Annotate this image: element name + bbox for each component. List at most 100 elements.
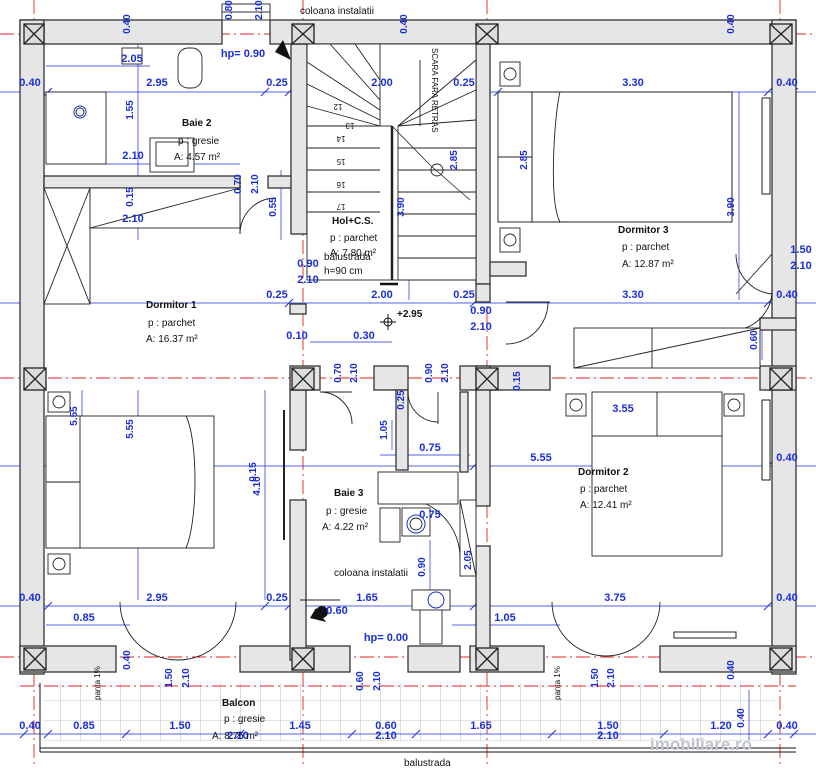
dimension-label-vertical: 0.40	[122, 14, 133, 34]
dimension-label-vertical: 0.15	[248, 462, 259, 482]
dimension-label: 1.20	[710, 720, 731, 732]
dimension-label-vertical: 2.10	[250, 174, 261, 194]
room-name-dormitor1: Dormitor 1	[146, 300, 197, 311]
level-marker	[380, 314, 396, 330]
dimension-label: 3.30	[622, 77, 643, 89]
dimension-label: 2.10	[227, 730, 248, 742]
dimension-label-vertical: 2.10	[440, 363, 451, 383]
dimension-label: 2.10	[297, 274, 318, 286]
dimension-label: 0.75	[419, 442, 440, 454]
room-area-dormitor3: A: 12.87 m²	[622, 259, 674, 270]
dimension-label-vertical: 2.05	[463, 550, 474, 570]
dimension-label: 0.75	[419, 509, 440, 521]
note-coloana-top: coloana instalatii	[300, 6, 374, 17]
room-floor-baie2: p : gresie	[178, 136, 220, 147]
dimension-label: 3.55	[612, 403, 633, 415]
dimension-label-vertical: 0.80	[224, 0, 235, 20]
dimension-label: 0.40	[776, 720, 797, 732]
slope-right: panta 1%	[553, 666, 562, 700]
elevation-label: +2.95	[397, 309, 423, 320]
dimension-label: 0.40	[776, 592, 797, 604]
dimension-label: hp= 0.90	[221, 48, 265, 60]
dimension-label-vertical: 0.15	[512, 371, 523, 391]
dimension-label: 1.50	[597, 720, 618, 732]
dimension-label: 1.65	[470, 720, 491, 732]
furniture	[43, 47, 761, 645]
dimension-label: 0.85	[73, 612, 94, 624]
dimension-label: 0.40	[776, 289, 797, 301]
dimension-label: 0.90	[297, 258, 318, 270]
dimension-label-vertical: 3.90	[726, 197, 737, 217]
dimension-label: 1.50	[169, 720, 190, 732]
dimension-label-vertical: 0.60	[355, 671, 366, 691]
dimension-label: 0.25	[266, 289, 287, 301]
dimension-label: 0.40	[776, 452, 797, 464]
dimension-label-vertical: 2.10	[181, 668, 192, 688]
note-coloana-mid: coloana instalatii	[334, 568, 408, 579]
dimension-label: 2.05	[121, 53, 142, 65]
stair-step-number: 12	[333, 102, 342, 111]
stair-step-number: 15	[336, 157, 345, 166]
room-floor-dormitor3: p : parchet	[622, 242, 669, 253]
dimension-label: 5.55	[530, 452, 551, 464]
note-balustrada-height: h=90 cm	[324, 266, 363, 277]
slope-left: panta 1%	[93, 666, 102, 700]
dimension-label: 0.25	[266, 77, 287, 89]
dimension-label: 0.25	[453, 289, 474, 301]
room-name-balcon: Balcon	[222, 698, 255, 709]
dimension-label-vertical: 2.10	[254, 0, 265, 20]
dimension-label-vertical: 1.50	[164, 668, 175, 688]
dimension-label-vertical: 5.55	[69, 406, 80, 426]
dimension-label: 2.10	[122, 213, 143, 225]
dimension-label: 0.40	[776, 77, 797, 89]
dimension-label: 0.40	[19, 720, 40, 732]
dimension-label-vertical: 0.15	[125, 187, 136, 207]
room-floor-baie3: p : gresie	[326, 506, 368, 517]
dimension-label: 0.60	[326, 605, 347, 617]
room-area-dormitor2: A: 12.41 m²	[580, 500, 632, 511]
dimension-label-vertical: 0.90	[417, 557, 428, 577]
dimension-label: 2.10	[375, 730, 396, 742]
dimension-label: 2.10	[597, 730, 618, 742]
dimension-label-vertical: 0.40	[399, 14, 410, 34]
dimension-label-vertical: 1.50	[590, 668, 601, 688]
balcony-tile-floor	[44, 683, 776, 741]
dimension-label-vertical: 2.85	[449, 150, 460, 170]
stair-step-number: 17	[336, 202, 345, 211]
dimension-label-vertical: 2.10	[349, 363, 360, 383]
dimension-label: 1.45	[289, 720, 310, 732]
dimension-label: 1.05	[494, 612, 515, 624]
dimension-label-vertical: 3.90	[396, 197, 407, 217]
dimension-label: 2.95	[146, 77, 167, 89]
note-balustrada-bottom: balustrada	[404, 758, 451, 768]
balcony-balustrade	[39, 683, 796, 753]
room-name-baie2: Baie 2	[182, 118, 212, 129]
drain-markers	[73, 105, 445, 609]
dimension-label: 3.75	[604, 592, 625, 604]
dimension-label-vertical: 0.60	[749, 330, 760, 350]
dimension-label: 1.65	[356, 592, 377, 604]
dimension-label: 0.90	[470, 305, 491, 317]
dimension-label: 0.30	[353, 330, 374, 342]
dimension-label: 2.10	[470, 321, 491, 333]
dimension-label: 3.30	[622, 289, 643, 301]
dimension-label: 0.60	[375, 720, 396, 732]
dimension-label-vertical: 2.85	[519, 150, 530, 170]
dimension-label-vertical: 0.25	[396, 390, 407, 410]
dimension-label: 0.40	[19, 592, 40, 604]
room-area-baie3: A: 4.22 m²	[322, 522, 369, 533]
room-floor-dormitor1: p : parchet	[148, 318, 195, 329]
watermark-text: imobiliare.ro	[650, 735, 752, 754]
dimension-label: 2.00	[371, 77, 392, 89]
dimension-label-vertical: 0.40	[122, 650, 133, 670]
dimension-label: 0.25	[266, 592, 287, 604]
room-name-dormitor2: Dormitor 2	[578, 467, 629, 478]
windows-right	[673, 97, 771, 639]
dimension-label-vertical: 2.10	[372, 671, 383, 691]
dimension-label-vertical: 5.55	[125, 419, 136, 439]
dimension-label: 0.85	[73, 720, 94, 732]
room-name-dormitor3: Dormitor 3	[618, 225, 669, 236]
dimension-label-vertical: 0.40	[726, 14, 737, 34]
room-floor-dormitor2: p : parchet	[580, 484, 627, 495]
